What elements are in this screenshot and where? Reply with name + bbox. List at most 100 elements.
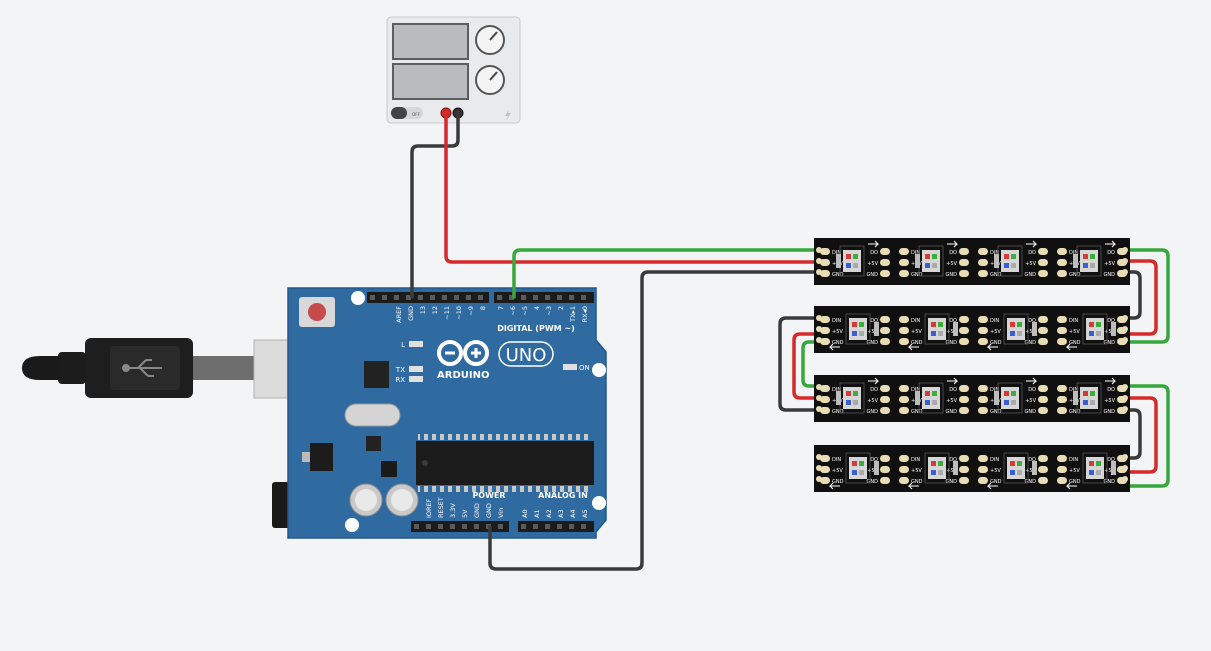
strip-terminal[interactable] bbox=[1122, 269, 1128, 275]
strip-terminal[interactable] bbox=[1122, 465, 1128, 471]
wire-pin6-to-strip-din[interactable] bbox=[512, 248, 819, 299]
header-pin[interactable] bbox=[569, 524, 574, 529]
strip-terminal[interactable] bbox=[816, 465, 822, 471]
header-pin[interactable] bbox=[370, 295, 375, 300]
pad-label: GND bbox=[911, 272, 923, 278]
led-strips[interactable]: DINDO+5V+5VGNDGNDDINDO+5V+5VGNDGNDDINDO+… bbox=[814, 238, 1130, 492]
pad-label: DO bbox=[949, 318, 957, 324]
wire-strip2-do-to-strip3[interactable] bbox=[801, 340, 819, 388]
arrow-right-icon bbox=[868, 377, 880, 385]
pad-label: GND bbox=[990, 272, 1002, 278]
strip-terminal[interactable] bbox=[1122, 395, 1128, 401]
header-pin[interactable] bbox=[569, 295, 574, 300]
header-pin[interactable] bbox=[545, 295, 550, 300]
strip-terminal[interactable] bbox=[816, 247, 822, 253]
strip-terminal[interactable] bbox=[816, 476, 822, 482]
pad-label: DO bbox=[870, 387, 878, 393]
arduino-brand: ARDUINO bbox=[437, 370, 489, 381]
digital-header-upper[interactable] bbox=[367, 292, 489, 303]
wire-supply-gnd-to-arduino-gnd[interactable] bbox=[410, 111, 460, 299]
strip-terminal[interactable] bbox=[816, 454, 822, 460]
strip-terminal[interactable] bbox=[816, 395, 822, 401]
wire-strip1-5v-to-strip2[interactable] bbox=[1124, 259, 1158, 336]
power-switch[interactable]: OFF bbox=[391, 107, 423, 119]
header-pin[interactable] bbox=[533, 524, 538, 529]
header-pin[interactable] bbox=[406, 295, 411, 300]
strip-terminal[interactable] bbox=[816, 258, 822, 264]
pad-label: GND bbox=[1069, 409, 1081, 415]
strip-terminal[interactable] bbox=[1122, 326, 1128, 332]
strip-terminal[interactable] bbox=[1122, 406, 1128, 412]
digital-header-lower[interactable] bbox=[494, 292, 594, 303]
wires[interactable] bbox=[410, 111, 1170, 571]
header-pin[interactable] bbox=[394, 295, 399, 300]
header-pin[interactable] bbox=[466, 295, 471, 300]
power-supply[interactable]: OFF bbox=[386, 16, 521, 124]
led-strip[interactable]: DINDO+5V+5VGNDGNDDINDO+5V+5VGNDGNDDINDO+… bbox=[814, 375, 1130, 422]
header-pin[interactable] bbox=[442, 295, 447, 300]
header-pin[interactable] bbox=[478, 295, 483, 300]
header-pin[interactable] bbox=[545, 524, 550, 529]
wire-strip2-gnd-to-strip3[interactable] bbox=[778, 316, 819, 412]
current-knob-icon[interactable] bbox=[475, 65, 505, 95]
header-pin[interactable] bbox=[454, 295, 459, 300]
power-header[interactable] bbox=[411, 521, 509, 532]
voltage-knob-icon[interactable] bbox=[475, 25, 505, 55]
pin-label: A1 bbox=[533, 509, 541, 518]
pad-label: +5V bbox=[1025, 261, 1036, 267]
led-strip[interactable]: DINDO+5V+5VGNDGNDDINDO+5V+5VGNDGNDDINDO+… bbox=[814, 238, 1130, 285]
strip-terminal[interactable] bbox=[1122, 476, 1128, 482]
header-pin[interactable] bbox=[414, 524, 419, 529]
header-pin[interactable] bbox=[418, 295, 423, 300]
header-pin[interactable] bbox=[498, 524, 503, 529]
wire-strip3-5v-to-strip4[interactable] bbox=[1124, 396, 1158, 474]
strip-terminal[interactable] bbox=[1122, 258, 1128, 264]
header-pin[interactable] bbox=[557, 524, 562, 529]
header-pin[interactable] bbox=[438, 524, 443, 529]
wire-arduino-gnd-to-strip[interactable] bbox=[488, 270, 819, 571]
header-pin[interactable] bbox=[462, 524, 467, 529]
strip-terminal[interactable] bbox=[1122, 454, 1128, 460]
strip-terminal[interactable] bbox=[816, 315, 822, 321]
header-pin[interactable] bbox=[430, 295, 435, 300]
header-pin[interactable] bbox=[521, 524, 526, 529]
strip-terminal[interactable] bbox=[816, 269, 822, 275]
header-pin[interactable] bbox=[521, 295, 526, 300]
header-pin[interactable] bbox=[533, 295, 538, 300]
strip-terminal[interactable] bbox=[1122, 337, 1128, 343]
strip-terminal[interactable] bbox=[816, 406, 822, 412]
wire-strip1-do-to-strip2[interactable] bbox=[1124, 248, 1170, 344]
header-pin[interactable] bbox=[557, 295, 562, 300]
header-pin[interactable] bbox=[581, 524, 586, 529]
strip-terminal[interactable] bbox=[1122, 384, 1128, 390]
pad-label: GND bbox=[1025, 272, 1037, 278]
header-pin[interactable] bbox=[426, 524, 431, 529]
pin-label: 7 bbox=[497, 306, 505, 310]
header-pin[interactable] bbox=[509, 295, 514, 300]
arrow-right-icon bbox=[1026, 240, 1038, 248]
analog-header[interactable] bbox=[518, 521, 594, 532]
strip-terminal[interactable] bbox=[816, 337, 822, 343]
header-pin[interactable] bbox=[450, 524, 455, 529]
wire-strip3-do-to-strip4[interactable] bbox=[1124, 384, 1170, 488]
header-pin[interactable] bbox=[382, 295, 387, 300]
header-pin[interactable] bbox=[474, 524, 479, 529]
header-pin[interactable] bbox=[581, 295, 586, 300]
strip-terminal[interactable] bbox=[1122, 247, 1128, 253]
wire-supply-vcc-to-strip[interactable] bbox=[444, 111, 819, 264]
wire-strip2-5v-to-strip3[interactable] bbox=[792, 332, 819, 400]
strip-terminal[interactable] bbox=[816, 326, 822, 332]
strip-terminal[interactable] bbox=[1122, 315, 1128, 321]
strip-terminal[interactable] bbox=[816, 384, 822, 390]
header-pin[interactable] bbox=[497, 295, 502, 300]
wire-strip3-gnd-to-strip4[interactable] bbox=[1124, 408, 1142, 460]
reset-button[interactable] bbox=[299, 297, 335, 327]
wire-strip1-gnd-to-strip2[interactable] bbox=[1124, 270, 1142, 320]
usb-cable[interactable] bbox=[22, 338, 255, 398]
